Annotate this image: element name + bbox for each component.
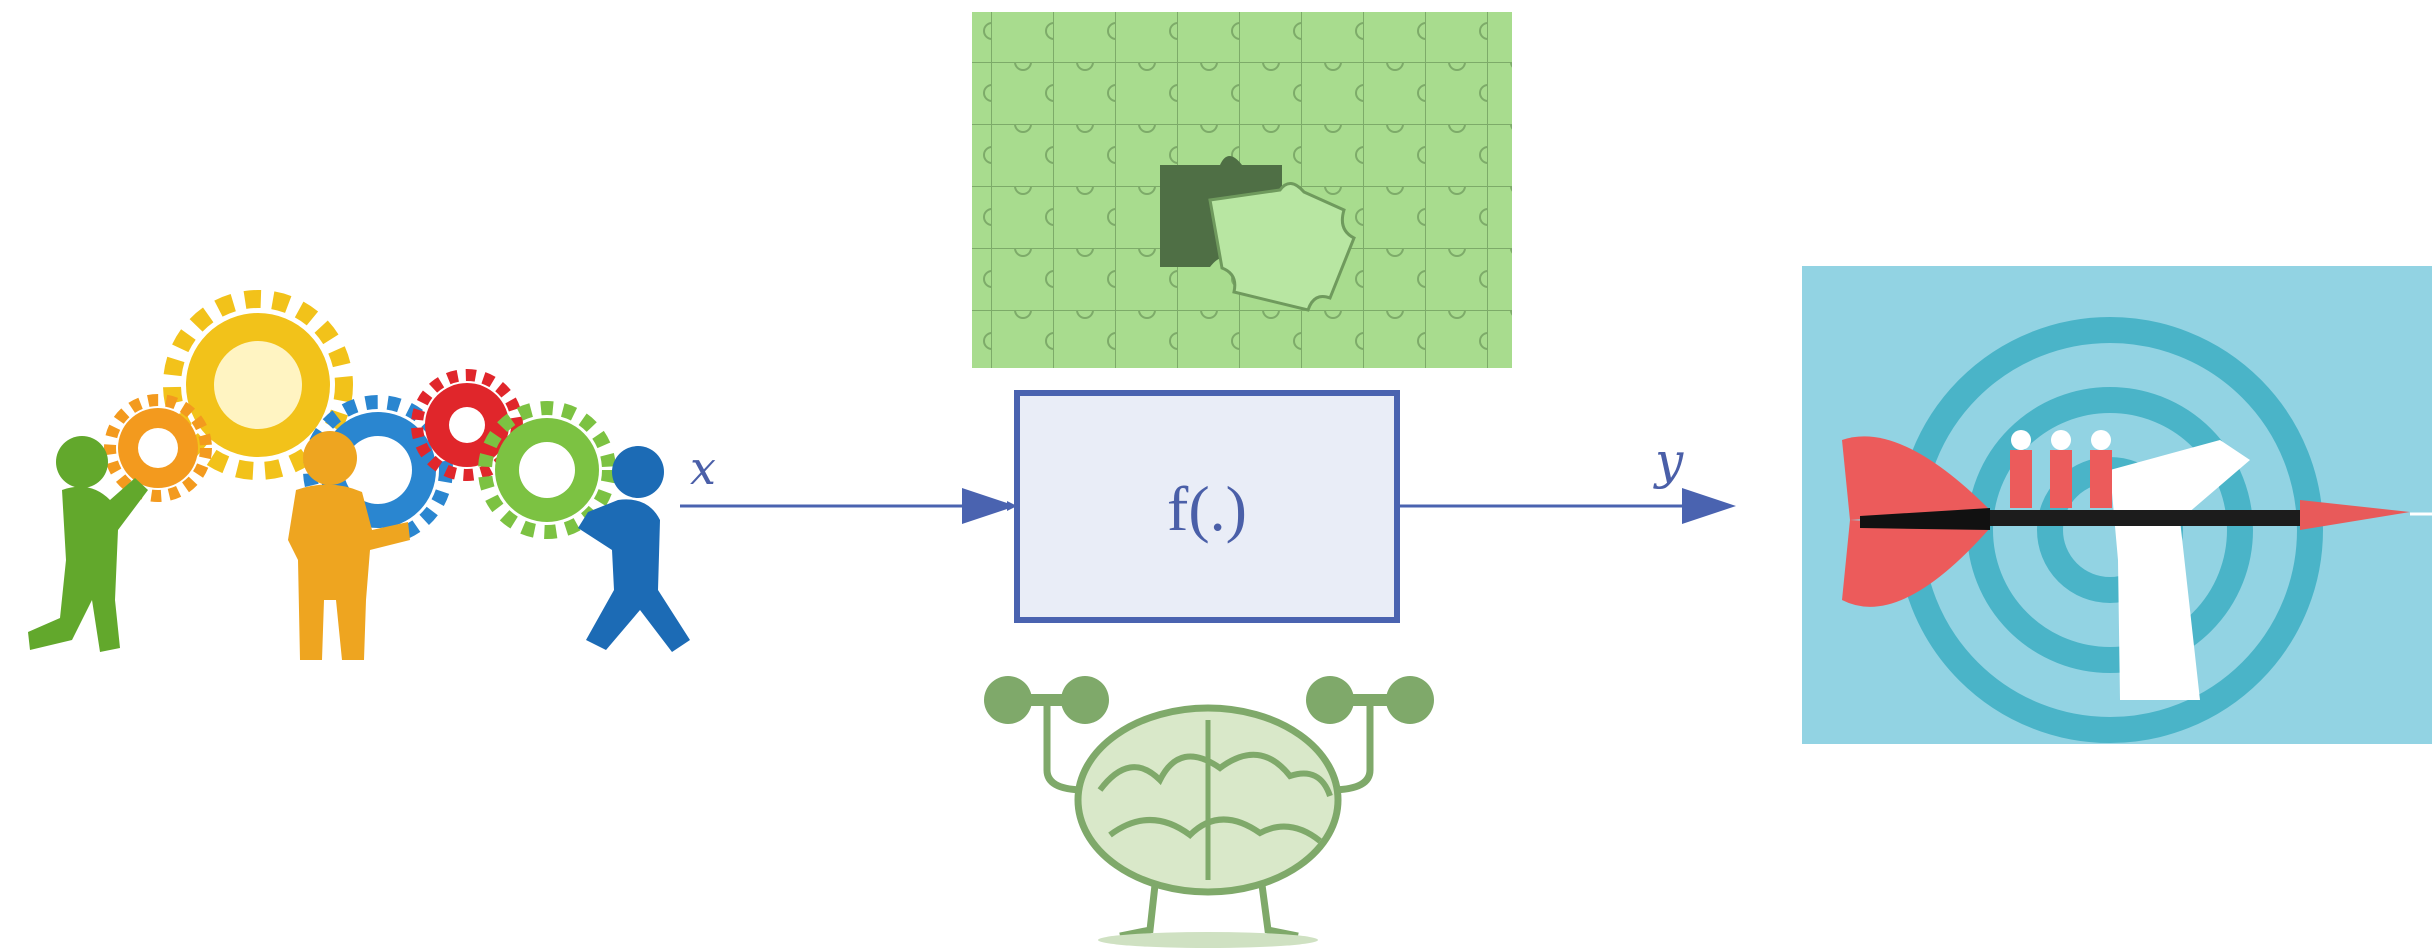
green-person-icon [28, 436, 148, 652]
green-gear-icon [478, 401, 616, 539]
puzzle-missing-piece-icon [972, 12, 1512, 368]
dart-target-icon [1802, 266, 2432, 744]
blue-person-icon [578, 446, 690, 652]
orange-gear-icon [104, 394, 212, 502]
people-with-gears-icon [28, 290, 690, 660]
brain-lifting-dumbbells-icon [984, 676, 1434, 948]
input-arrowhead [962, 488, 1016, 524]
function-box [1014, 390, 1400, 623]
orange-person-icon [288, 431, 410, 660]
output-label-y: y [1653, 432, 1684, 490]
output-arrowhead [1682, 488, 1736, 524]
red-gear-icon [411, 369, 523, 481]
input-label-x: x [690, 441, 716, 495]
function-label: f(.) [1167, 473, 1247, 544]
yellow-gear-icon [163, 290, 353, 480]
